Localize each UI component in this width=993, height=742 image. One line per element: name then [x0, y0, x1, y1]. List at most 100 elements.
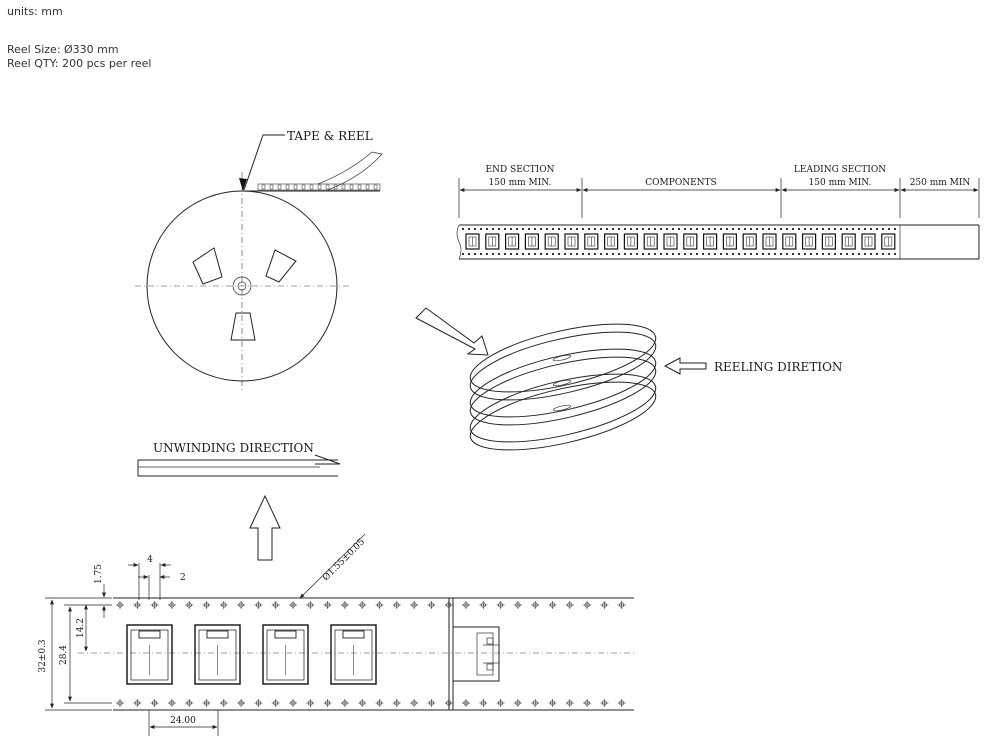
sprocket-hole	[840, 253, 842, 255]
sprocket-hole	[828, 228, 830, 230]
dim-hole-pitch: 4	[147, 555, 153, 565]
sprocket-hole	[828, 253, 830, 255]
reel-size-label: Reel Size: Ø330 mm	[7, 43, 119, 56]
sprocket-hole	[540, 228, 542, 230]
unwinding-direction-label: UNWINDING DIRECTION	[153, 441, 314, 455]
tape-pockets-on-reel	[261, 184, 378, 190]
sprocket-hole	[630, 253, 632, 255]
sprocket-hole	[708, 253, 710, 255]
sprocket-hole	[600, 253, 602, 255]
sprocket-hole	[492, 228, 494, 230]
sprocket-hole	[552, 228, 554, 230]
sprocket-hole	[876, 228, 878, 230]
up-arrow	[249, 494, 281, 561]
sprocket-hole	[600, 228, 602, 230]
sprocket-hole	[888, 253, 890, 255]
sprocket-hole	[498, 253, 500, 255]
sprocket-hole	[468, 253, 470, 255]
sprocket-hole	[462, 228, 464, 230]
sprocket-hole	[462, 253, 464, 255]
sprocket-hole	[582, 253, 584, 255]
tape-pocket	[821, 233, 837, 250]
sprocket-hole	[846, 253, 848, 255]
sprocket-hole	[822, 228, 824, 230]
sprocket-hole	[786, 253, 788, 255]
tape-pocket	[881, 233, 896, 250]
tape-pocket	[683, 233, 698, 250]
diagonal-arrow	[415, 307, 489, 356]
sprocket-hole	[864, 253, 866, 255]
sprocket-hole	[714, 253, 716, 255]
sprocket-hole	[624, 228, 626, 230]
sprocket-hole	[798, 228, 800, 230]
tape-pocket	[742, 233, 757, 250]
dim-edge-to-hole: 1.75	[94, 564, 104, 584]
sprocket-hole	[732, 228, 734, 230]
sprocket-hole	[510, 228, 512, 230]
sprocket-hole	[714, 228, 716, 230]
leading-section-title: LEADING SECTION	[794, 165, 886, 175]
sprocket-hole	[528, 253, 530, 255]
sprocket-hole	[654, 228, 656, 230]
sprocket-hole	[768, 253, 770, 255]
sprocket-hole	[756, 228, 758, 230]
tape-pocket	[722, 233, 738, 250]
sprocket-hole	[726, 228, 728, 230]
sprocket-hole	[684, 228, 686, 230]
sprocket-hole	[678, 228, 680, 230]
sprocket-hole	[696, 253, 698, 255]
detail-pocket-inner	[334, 629, 373, 681]
detail-pocket	[262, 624, 309, 685]
detail-pocket	[330, 624, 377, 685]
tape-pocket	[584, 233, 599, 250]
sprocket-hole	[624, 253, 626, 255]
leader-length: 250 mm MIN	[910, 178, 971, 188]
sprocket-hole	[516, 228, 518, 230]
tape-side-profile	[448, 598, 500, 710]
tape-detail: 32±0.3 28.4 14.2 1.75 4 2 Ø1.55±0.05 24.…	[38, 533, 636, 736]
sprocket-hole	[690, 253, 692, 255]
sprocket-hole	[678, 253, 680, 255]
sprocket-hole	[864, 228, 866, 230]
sprocket-hole	[738, 253, 740, 255]
sprocket-hole	[774, 253, 776, 255]
tape-strip: END SECTION 150 mm MIN. COMPONENTS LEADI…	[456, 165, 980, 260]
sprocket-hole	[522, 228, 524, 230]
sprocket-hole	[606, 228, 608, 230]
tape-pocket	[762, 233, 777, 250]
sprocket-hole	[588, 253, 590, 255]
sprocket-hole	[882, 228, 884, 230]
sprocket-hole	[564, 253, 566, 255]
sprocket-hole	[486, 253, 488, 255]
tape-pocket	[465, 233, 480, 250]
sprocket-hole	[690, 228, 692, 230]
sprocket-hole	[642, 228, 644, 230]
unwinding-tape: UNWINDING DIRECTION	[137, 441, 341, 477]
sprocket-hole	[474, 228, 476, 230]
sprocket-hole	[744, 253, 746, 255]
detail-pocket	[126, 624, 173, 685]
tape-pocket	[544, 233, 559, 250]
end-section-length: 150 mm MIN.	[489, 178, 552, 188]
sprocket-hole	[732, 253, 734, 255]
sprocket-hole	[852, 228, 854, 230]
tape-pocket	[861, 233, 876, 250]
sprocket-hole	[726, 253, 728, 255]
sprocket-hole	[804, 228, 806, 230]
sprocket-hole	[648, 228, 650, 230]
sprocket-hole	[768, 228, 770, 230]
sprocket-hole	[840, 228, 842, 230]
sprocket-hole	[780, 253, 782, 255]
tape-pocket	[524, 233, 540, 250]
dim-pocket-pitch: 24.00	[170, 716, 196, 726]
sprocket-hole	[666, 228, 668, 230]
sprocket-hole	[492, 253, 494, 255]
tape-pocket	[841, 233, 856, 250]
sprocket-hole	[792, 253, 794, 255]
sprocket-hole	[786, 228, 788, 230]
reel-qty-label: Reel QTY: 200 pcs per reel	[7, 57, 152, 70]
sprocket-hole	[570, 253, 572, 255]
tape-component-pockets	[465, 233, 896, 250]
dim-center-offset: 14.2	[76, 618, 86, 638]
